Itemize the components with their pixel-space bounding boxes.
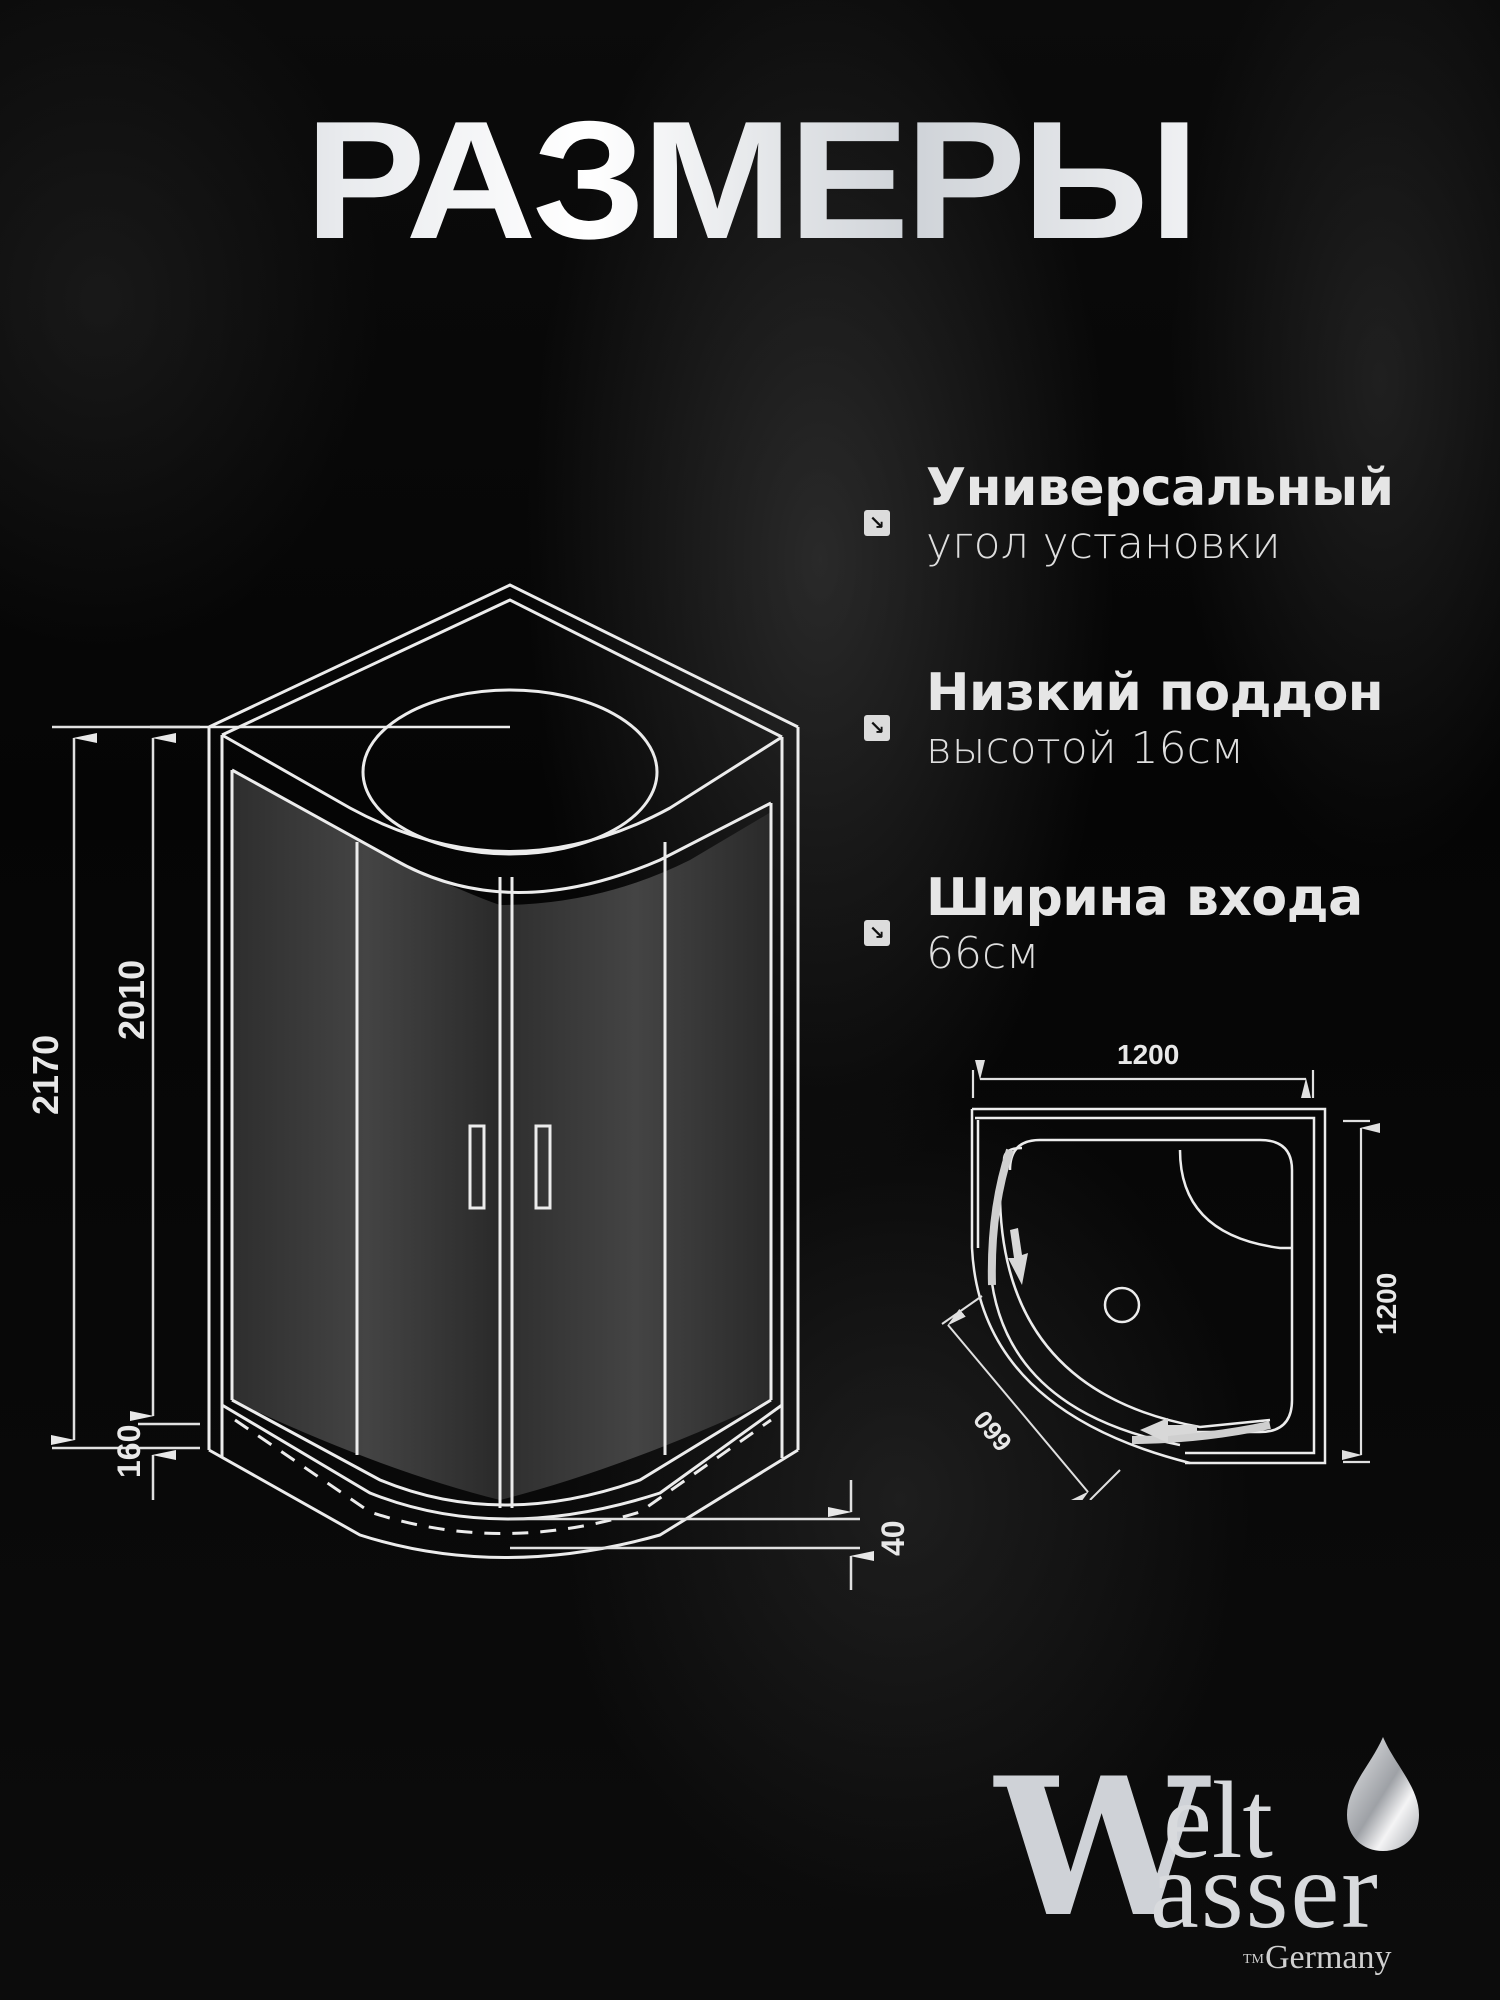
- logo-trademark: TM: [1243, 1952, 1264, 1967]
- feature-item-corner: ↘ Универсальный угол установки: [864, 458, 1484, 663]
- door-direction-arrow: [1008, 1228, 1028, 1285]
- feature-heading: Низкий поддон: [926, 663, 1384, 723]
- logo-word-wasser: asser: [1150, 1829, 1380, 1951]
- feature-item-tray: ↘ Низкий поддон высотой 16см: [864, 663, 1484, 868]
- feature-subtext: угол установки: [926, 518, 1281, 569]
- dim-entrance-width: 660: [967, 1405, 1018, 1458]
- brand-logo: W elt asser TM Germany: [995, 1735, 1435, 1995]
- page-title: РАЗМЕРЫ: [0, 96, 1500, 264]
- dim-tray-height: 160: [111, 1425, 147, 1478]
- glass-panel: [500, 812, 771, 1500]
- logo-country: Germany: [1265, 1939, 1392, 1976]
- dim-cabin-height: 2010: [111, 960, 152, 1040]
- feature-list: ↘ Универсальный угол установки ↘ Низкий …: [864, 458, 1484, 1073]
- plan-drawing: 1200 1200 660: [941, 1039, 1400, 1500]
- feature-heading: Ширина входа: [926, 868, 1363, 928]
- logo-initial: W: [995, 1736, 1208, 1959]
- logo-word-welt: elt: [1163, 1759, 1273, 1881]
- feature-subtext: 66см: [926, 928, 1040, 979]
- arrow-down-right-icon: ↘: [864, 715, 890, 741]
- glass-panel: [232, 770, 500, 1500]
- dim-total-height: 2170: [25, 1035, 66, 1115]
- feature-heading: Универсальный: [926, 458, 1394, 518]
- dim-plan-depth: 1200: [1371, 1273, 1400, 1335]
- arrow-down-right-icon: ↘: [864, 510, 890, 536]
- water-drop-icon: [1347, 1737, 1419, 1851]
- dim-plan-width: 1200: [1117, 1039, 1179, 1070]
- door-direction-arrow: [1140, 1418, 1197, 1443]
- dim-tray-step: 40: [875, 1520, 911, 1556]
- arrow-down-right-icon: ↘: [864, 920, 890, 946]
- feature-subtext: высотой 16см: [926, 723, 1244, 774]
- feature-item-entrance: ↘ Ширина входа 66см: [864, 868, 1484, 1073]
